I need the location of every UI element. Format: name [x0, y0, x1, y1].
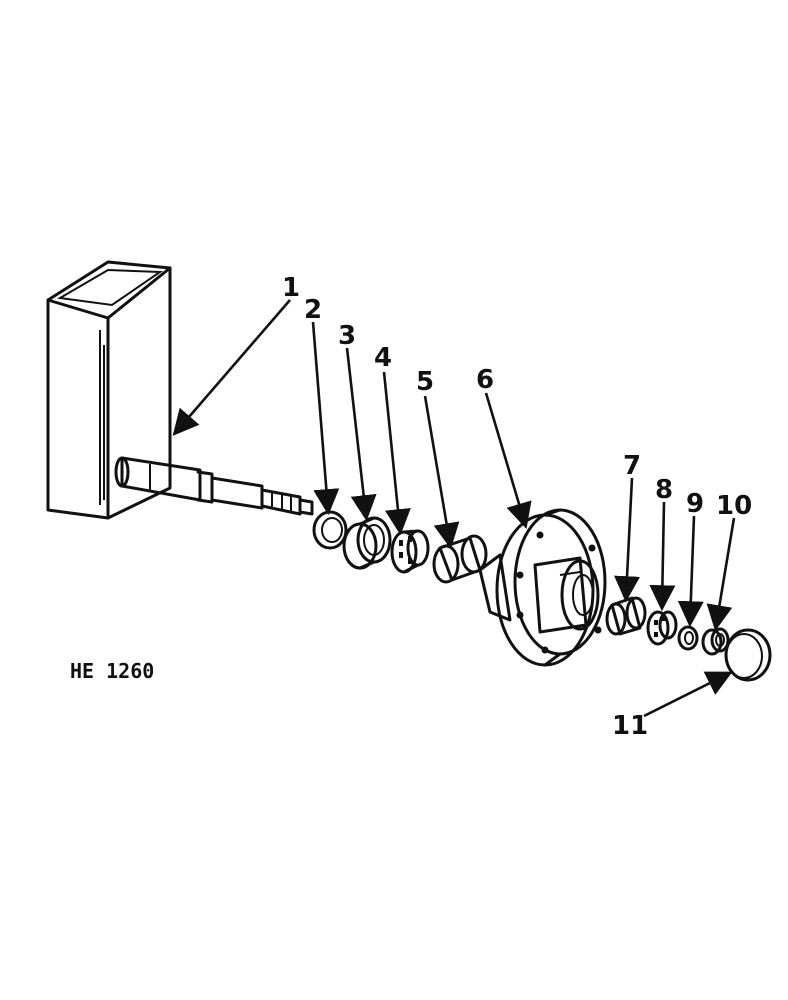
callout-4: 4 [374, 343, 392, 373]
callout-9: 9 [686, 489, 704, 519]
hub-cap [724, 628, 772, 682]
seal [312, 510, 348, 550]
callout-7: 7 [623, 451, 641, 481]
callout-10: 10 [716, 491, 752, 521]
nut [701, 627, 730, 656]
callout-2: 2 [304, 295, 322, 325]
callout-8: 8 [655, 475, 673, 505]
bearing-cup-5 [432, 534, 488, 584]
bearing-cone-4 [390, 529, 430, 574]
callout-6: 6 [476, 365, 494, 395]
callout-11: 11 [612, 711, 648, 741]
bearing-cone-8 [646, 610, 678, 646]
callout-5: 5 [416, 367, 434, 397]
callout-3: 3 [338, 321, 356, 351]
spindle [114, 456, 314, 516]
leader-lines [172, 299, 736, 718]
washer [677, 625, 699, 651]
callout-1: 1 [282, 273, 300, 303]
frame-tube [46, 260, 172, 520]
bearing-cup-7 [605, 596, 647, 636]
figure-code: HE 1260 [70, 659, 154, 683]
wheel-hub [478, 508, 607, 667]
bearing-cup-3 [342, 516, 392, 570]
